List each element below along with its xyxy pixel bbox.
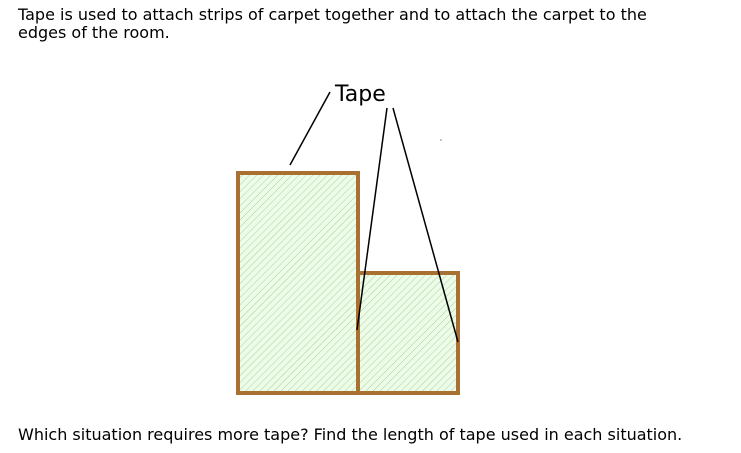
pointer-line-middle <box>356 107 388 331</box>
stray-dot <box>440 139 442 141</box>
pointer-line-right <box>392 107 459 343</box>
intro-line-2: edges of the room. <box>18 23 170 42</box>
tape-label: Tape <box>334 82 386 107</box>
intro-text: Tape is used to attach strips of carpet … <box>18 6 718 42</box>
question-text: Which situation requires more tape? Find… <box>18 425 683 444</box>
intro-line-1: Tape is used to attach strips of carpet … <box>18 5 647 24</box>
large-carpet-strip <box>236 171 360 395</box>
pointer-line-left <box>289 91 331 166</box>
small-carpet-strip <box>356 271 460 395</box>
